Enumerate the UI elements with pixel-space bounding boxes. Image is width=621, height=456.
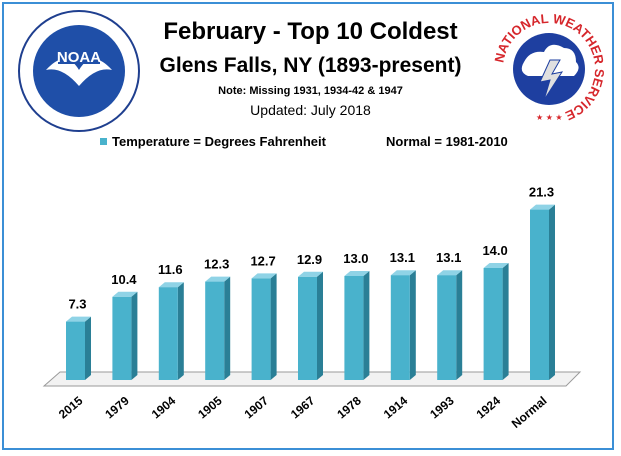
noaa-logo: NOAA [18,10,140,132]
x-tick-1924: 1924 [474,393,504,421]
x-tick-2015: 2015 [56,393,86,421]
bar-front [437,275,457,380]
bar-top [205,276,231,282]
bar-side [224,276,231,380]
bar-1978 [344,271,370,380]
data-label-1914: 13.1 [390,250,415,265]
x-tick-1905: 1905 [195,393,225,421]
bar-top [483,263,509,268]
bar-top [298,271,323,277]
x-tick-Normal: Normal [509,394,550,431]
missing-data-note: Note: Missing 1931, 1934-42 & 1947 [218,85,403,97]
bar-front [205,281,225,380]
noaa-logo-text: NOAA [57,49,101,66]
bar-side [409,270,416,380]
legend: Temperature = Degrees Fahrenheit [100,134,326,149]
normal-period-note: Normal = 1981-2010 [386,134,508,149]
bar-top [530,204,555,210]
data-label-Normal: 21.3 [529,185,554,200]
x-tick-1904: 1904 [149,393,179,421]
bar-front [66,321,85,380]
data-label-1904: 11.6 [158,262,183,277]
bar-side [456,270,463,380]
x-tick-1914: 1914 [381,393,411,421]
chart-title: February - Top 10 Coldest [163,18,458,45]
bar-front [298,276,317,380]
bar-1905 [205,276,231,380]
x-tick-1967: 1967 [288,393,318,421]
data-label-1978: 13.0 [343,251,368,266]
legend-swatch [100,138,107,145]
bar-side [131,291,138,380]
x-tick-1993: 1993 [427,393,457,421]
updated-date: Updated: July 2018 [250,102,371,118]
bar-front [483,268,503,380]
bar-1904 [158,282,184,380]
bar-1979 [112,291,138,380]
x-tick-1978: 1978 [334,393,364,421]
data-label-2015: 7.3 [68,297,86,312]
bar-side [363,271,370,380]
data-label-1979: 10.4 [111,272,137,287]
bar-1967 [298,271,323,380]
chart-subtitle: Glens Falls, NY (1893-present) [159,54,462,77]
bar-top [158,282,184,288]
bar-Normal [530,204,555,380]
bar-side [270,273,277,380]
bar-top [390,270,416,276]
bar-top [344,271,370,276]
bar-top [112,291,138,297]
bar-side [317,271,323,380]
bar-top [437,270,463,276]
bar-front [158,287,178,380]
data-label-1993: 13.1 [436,250,461,265]
nws-logo: NATIONAL WEATHER SERVICE ★ ★ ★ [491,11,607,126]
bar-2015 [66,316,91,380]
bar-top [251,273,277,279]
bar-side [549,204,555,380]
bar-top [66,316,91,322]
bar-front [344,276,364,380]
bar-front [390,275,410,380]
bar-front [530,209,549,380]
bar-1907 [251,273,277,380]
bar-front [112,296,132,380]
data-label-1967: 12.9 [297,252,322,267]
bar-1914 [390,270,416,380]
data-label-1907: 12.7 [250,253,275,268]
bar-front [251,278,271,380]
bar-side [177,282,184,380]
bar-side [85,316,91,380]
bar-1993 [437,270,463,380]
data-label-1905: 12.3 [204,257,229,272]
bar-1924 [483,263,509,380]
svg-text:★ ★ ★: ★ ★ ★ [536,113,563,122]
legend-series-label: Temperature = Degrees Fahrenheit [112,134,326,149]
bar-side [502,263,509,380]
x-tick-1907: 1907 [242,393,272,421]
x-tick-1979: 1979 [102,393,132,421]
data-label-1924: 14.0 [482,243,507,258]
